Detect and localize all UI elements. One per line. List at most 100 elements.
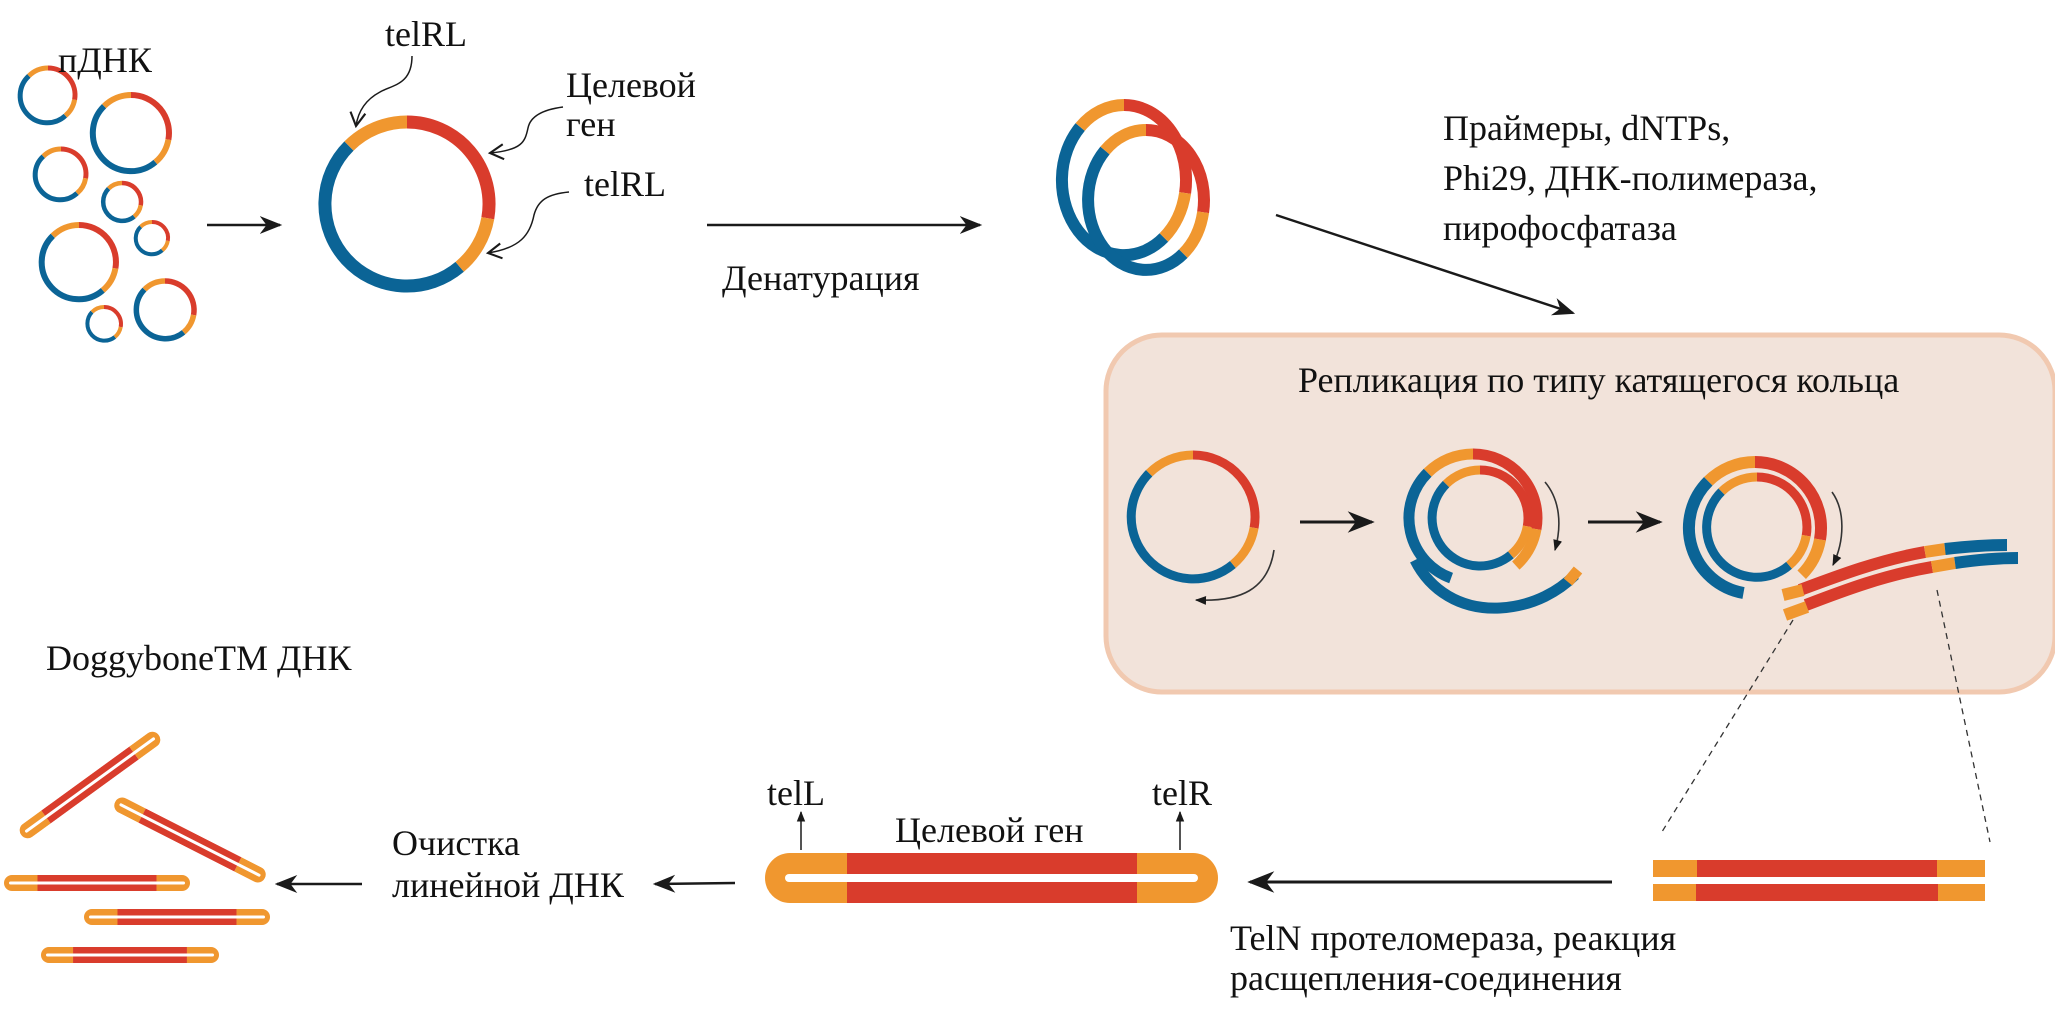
telrl-segment xyxy=(153,138,172,165)
rc2-outer-telrl xyxy=(1511,527,1542,570)
telrl-bottom-label: telRL xyxy=(584,164,666,204)
purification-line1: Очистка xyxy=(392,823,520,863)
rc2-outer-backbone xyxy=(1403,468,1454,584)
teln-line2: расщепления-соединения xyxy=(1230,958,1622,998)
telrl-top-pointer xyxy=(349,55,413,129)
rc3-outer-gene xyxy=(1754,456,1827,541)
telrl-segment xyxy=(181,314,197,335)
telrl-segment xyxy=(1786,534,1811,569)
rc3-outer-telrl xyxy=(1797,538,1826,579)
doggybone-inner-gap xyxy=(785,874,1198,882)
target-gene-segment xyxy=(130,92,172,141)
target-gene-segment xyxy=(1123,99,1193,194)
telrl-segment xyxy=(1229,526,1259,568)
telrl-segment xyxy=(1100,124,1147,155)
rc2-outer-telrl xyxy=(1423,448,1474,477)
fragment-top-telomere-left xyxy=(1653,860,1697,877)
rc2-displaced-strand xyxy=(1410,557,1579,614)
backbone-segment xyxy=(89,103,158,175)
denatured-strand-inner xyxy=(1082,124,1210,276)
pool-plasmid-8 xyxy=(85,305,123,343)
telrl-segment xyxy=(1178,211,1210,258)
purification-line2: линейной ДНК xyxy=(392,865,625,905)
target-gene-label-line1: Целевой xyxy=(566,65,696,105)
target-gene-segment xyxy=(164,278,197,316)
target-gene-segment xyxy=(1192,450,1260,529)
doggybone-gene-label: Целевой ген xyxy=(895,810,1083,850)
pool-plasmid-1 xyxy=(17,65,78,126)
fragment-bottom-telomere-right xyxy=(1938,884,1985,901)
backbone-segment xyxy=(100,187,136,224)
plasmid-pool-label: пДНК xyxy=(58,40,153,80)
backbone-segment xyxy=(318,141,464,293)
doggybone-pool-title: DoggyboneTM ДНК xyxy=(46,638,353,678)
arrow-to-purification xyxy=(652,874,736,893)
telrl-segment xyxy=(113,326,123,339)
rolling-circle-title: Репликация по типу катящегося кольца xyxy=(1298,360,1899,400)
telrl-segment xyxy=(100,267,119,293)
pool-plasmid-7 xyxy=(133,278,197,342)
rc3-junction-telrl xyxy=(1781,584,1805,601)
rc-step3-rotation-arrow xyxy=(1831,491,1843,567)
backbone-segment xyxy=(1055,123,1169,262)
backbone-segment xyxy=(133,287,186,342)
rc3-inner-template xyxy=(1702,472,1812,582)
telrl-top-label: telRL xyxy=(385,14,467,54)
rc3-tail-bottom-gene xyxy=(1803,561,1934,611)
pool-plasmid-3 xyxy=(32,146,89,203)
telrl-segment xyxy=(101,91,132,109)
rc-step1-rotation-arrow xyxy=(1194,549,1275,605)
backbone-segment xyxy=(17,74,68,126)
telR-label: telR xyxy=(1152,773,1212,813)
target-gene-segment xyxy=(103,305,123,328)
pool-doggybone-2 xyxy=(111,794,269,886)
target-gene-segment xyxy=(47,65,78,101)
telL-label: telL xyxy=(767,773,825,813)
doggybone-inner-gap xyxy=(89,915,265,919)
zoom-guide-right xyxy=(1936,589,1991,843)
pool-doggybone-3 xyxy=(4,875,190,891)
telrl-segment xyxy=(132,204,143,219)
telrl-segment xyxy=(455,216,495,272)
linear-dna-fragment xyxy=(1653,860,1985,901)
plasmid-pool xyxy=(17,65,197,343)
backbone-segment xyxy=(38,233,105,303)
reagents-line3: пирофосфатаза xyxy=(1443,208,1677,248)
denatured-strand-outer xyxy=(1055,99,1193,262)
telrl-segment xyxy=(90,305,105,314)
backbone-segment xyxy=(32,154,79,203)
fragment-bottom-telomere-left xyxy=(1653,884,1696,901)
main-plasmid-ring xyxy=(318,115,496,293)
telrl-segment xyxy=(1442,465,1481,488)
telrl-segment xyxy=(1507,525,1532,559)
denatured-strands xyxy=(1055,99,1210,276)
main-plasmid xyxy=(318,115,496,293)
telrl-segment xyxy=(50,221,80,239)
rc3-tail-bottom-telrl xyxy=(1930,557,1957,573)
pool-doggybone-5 xyxy=(41,947,219,963)
pool-plasmid-5 xyxy=(38,221,119,303)
telrl-segment xyxy=(160,240,170,252)
doggybone-pool xyxy=(4,728,270,963)
backbone-segment xyxy=(1702,488,1793,582)
rc3-outer-backbone xyxy=(1682,477,1745,599)
telrl-segment xyxy=(142,278,166,292)
rc2-displaced-telrl xyxy=(1563,566,1583,586)
target-gene-segment xyxy=(1756,472,1812,537)
rc-step2-rotation-arrow xyxy=(1544,481,1563,552)
target-gene-segment xyxy=(78,222,119,269)
fragment-top-telomere-right xyxy=(1937,860,1985,877)
target-gene-segment xyxy=(406,115,496,220)
rolling-circle-steps xyxy=(1126,448,2019,621)
backbone-segment xyxy=(1427,480,1514,571)
target-gene-segment xyxy=(60,146,89,179)
rc2-inner-template xyxy=(1427,465,1533,571)
telrl-segment xyxy=(1159,191,1192,242)
zoom-guide-left xyxy=(1659,619,1794,836)
target-gene-segment xyxy=(121,180,144,206)
target-gene-segment xyxy=(1145,124,1210,214)
reagents-line1: Праймеры, dNTPs, xyxy=(1443,108,1730,148)
pool-doggybone-1 xyxy=(16,728,164,842)
